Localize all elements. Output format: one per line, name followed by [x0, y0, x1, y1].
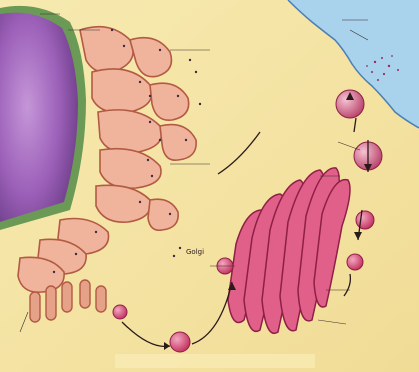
caption-background: [115, 354, 315, 368]
golgi-label: Golgi: [186, 248, 204, 256]
nucleus: [0, 13, 78, 222]
